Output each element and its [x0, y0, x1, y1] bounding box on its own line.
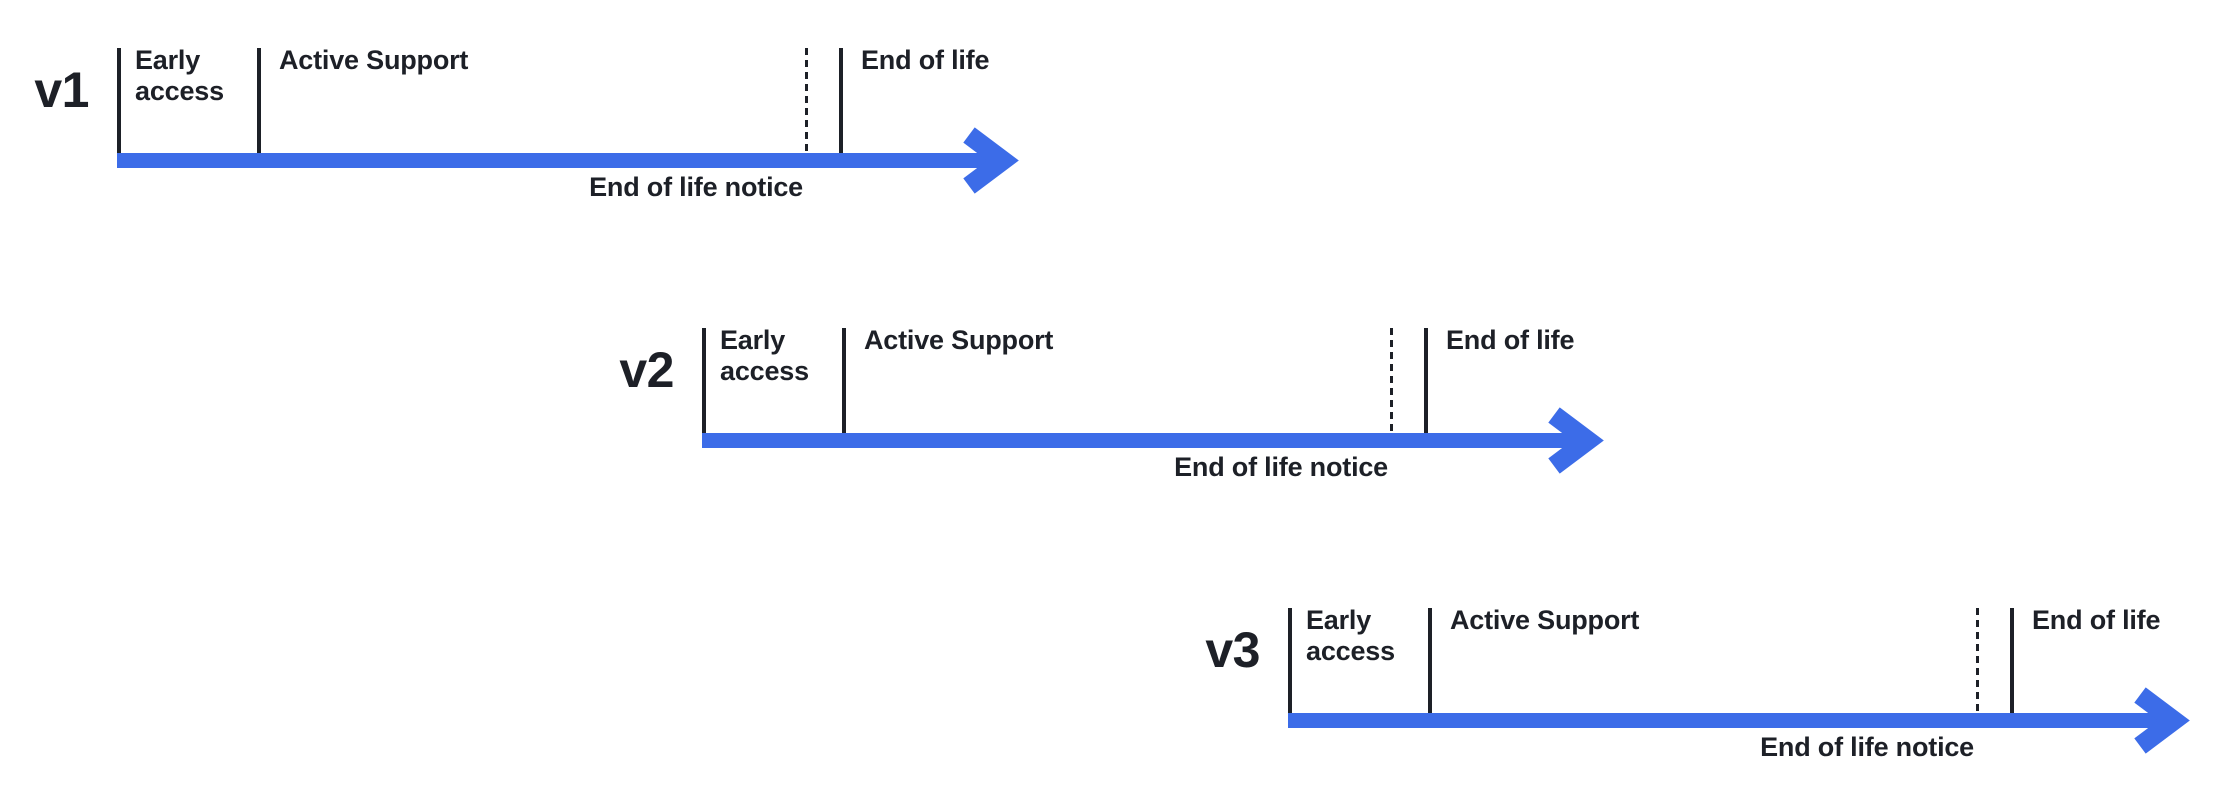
- version-label: v1: [34, 62, 89, 118]
- active-support-start-tick: [257, 48, 261, 153]
- early-access-label: Early access: [720, 325, 809, 386]
- end-of-life-notice-dashed-line: [1390, 328, 1393, 433]
- end-of-life-notice-dashed-line: [1976, 608, 1979, 713]
- early-access-label: Early access: [135, 45, 224, 106]
- arrow-shaft: [117, 153, 995, 168]
- early-access-start-tick: [117, 48, 121, 153]
- end-of-life-tick: [839, 48, 843, 153]
- end-of-life-notice-dashed-line: [805, 48, 808, 153]
- end-of-life-notice-label: End of life notice: [1174, 452, 1388, 482]
- end-of-life-label: End of life: [1446, 325, 1575, 355]
- arrow-head-icon: [1548, 407, 1604, 474]
- active-support-label: Active Support: [1450, 605, 1640, 635]
- active-support-label: Active Support: [279, 45, 469, 75]
- version-label: v2: [619, 342, 674, 398]
- early-access-start-tick: [702, 328, 706, 433]
- early-access-label: Early access: [1306, 605, 1395, 666]
- early-access-start-tick: [1288, 608, 1292, 713]
- arrow-head-icon: [2134, 687, 2190, 754]
- end-of-life-tick: [1424, 328, 1428, 433]
- active-support-start-tick: [1428, 608, 1432, 713]
- timeline-arrow: [702, 407, 1604, 474]
- end-of-life-label: End of life: [861, 45, 990, 75]
- timeline-arrow: [117, 127, 1019, 194]
- arrow-shaft: [1288, 713, 2166, 728]
- end-of-life-notice-label: End of life notice: [1760, 732, 1974, 762]
- arrow-head-icon: [963, 127, 1019, 194]
- end-of-life-tick: [2010, 608, 2014, 713]
- timeline-v1: v1 Early access Active Support End of li…: [34, 45, 1027, 213]
- version-label: v3: [1205, 622, 1260, 678]
- timeline-arrow: [1288, 687, 2190, 754]
- timeline-v3: v3 Early access Active Support End of li…: [1205, 605, 2198, 773]
- end-of-life-label: End of life: [2032, 605, 2161, 635]
- end-of-life-notice-label: End of life notice: [589, 172, 803, 202]
- arrow-shaft: [702, 433, 1580, 448]
- timeline-v2: v2 Early access Active Support End of li…: [619, 325, 1612, 493]
- active-support-start-tick: [842, 328, 846, 433]
- active-support-label: Active Support: [864, 325, 1054, 355]
